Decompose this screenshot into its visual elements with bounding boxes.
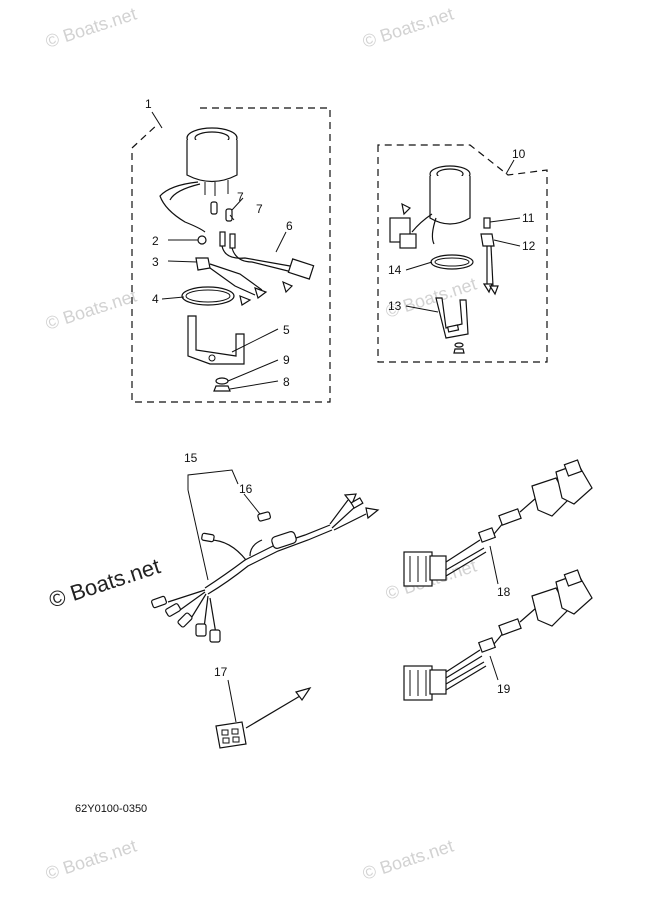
watermark-large: © Boats.net [46,553,163,612]
callout-15-bracket [187,469,239,490]
callout-13: 13 [388,299,402,313]
fuse-holder [271,531,297,549]
callout-8: 8 [283,375,290,389]
group-10-meter-assembly: 10 11 12 14 13 [377,144,548,363]
harness-15: 15 16 [151,451,380,643]
bracket-13 [435,297,469,339]
watermark-bottom-left: © Boats.net [43,836,139,884]
watermarks: © Boats.net © Boats.net © Boats.net © Bo… [43,4,479,884]
callout-10: 10 [512,147,526,161]
harness-19: 19 [403,569,593,701]
cap-7-left [210,201,218,215]
callout-7-lower: 7 [256,202,263,216]
callout-15: 15 [184,451,198,465]
callout-14: 14 [388,263,402,277]
diagram-code: 62Y0100-0350 [75,803,147,815]
harness-18: 18 [403,459,593,599]
callout-6: 6 [286,219,293,233]
callout-11: 11 [522,211,535,225]
ring-14 [430,254,474,270]
callout-4: 4 [152,292,159,306]
callout-3: 3 [152,255,159,269]
washer-2 [197,235,207,245]
callout-12: 12 [522,239,536,253]
gauge-10-body [429,176,471,225]
callout-2: 2 [152,234,159,248]
callout-7-upper: 7 [237,190,244,204]
callout-1: 1 [145,97,152,111]
watermark-bottom-right: © Boats.net [360,836,456,884]
callout-16: 16 [239,482,253,496]
sender-12 [480,233,495,247]
callout-19: 19 [497,682,511,696]
cap-11 [483,217,491,229]
nut-8 [213,385,231,392]
terminal-a [219,231,226,247]
gauge-body [186,140,238,183]
group-1-meter-assembly: 1 7 7 2 3 4 6 5 9 8 [131,97,331,403]
watermark-mid-left: © Boats.net [43,286,139,334]
connector-6 [287,258,315,280]
connector-10-plug [399,233,417,249]
fuse-16 [257,511,271,522]
washer-9 [215,377,229,385]
callout-18: 18 [497,585,511,599]
cap-7-right [225,208,233,222]
watermark-top-left: © Boats.net [43,4,139,52]
sender-3 [195,257,211,271]
watermark-top-right: © Boats.net [360,4,456,52]
terminal-b [229,233,236,249]
callout-5: 5 [283,323,290,337]
group-1-border [131,107,331,403]
callout-17: 17 [214,665,228,679]
connector-17: 17 [214,665,312,749]
callout-9: 9 [283,353,290,367]
connector-17-block [215,721,247,749]
group-10-border [377,144,548,363]
bracket-5 [187,315,245,365]
